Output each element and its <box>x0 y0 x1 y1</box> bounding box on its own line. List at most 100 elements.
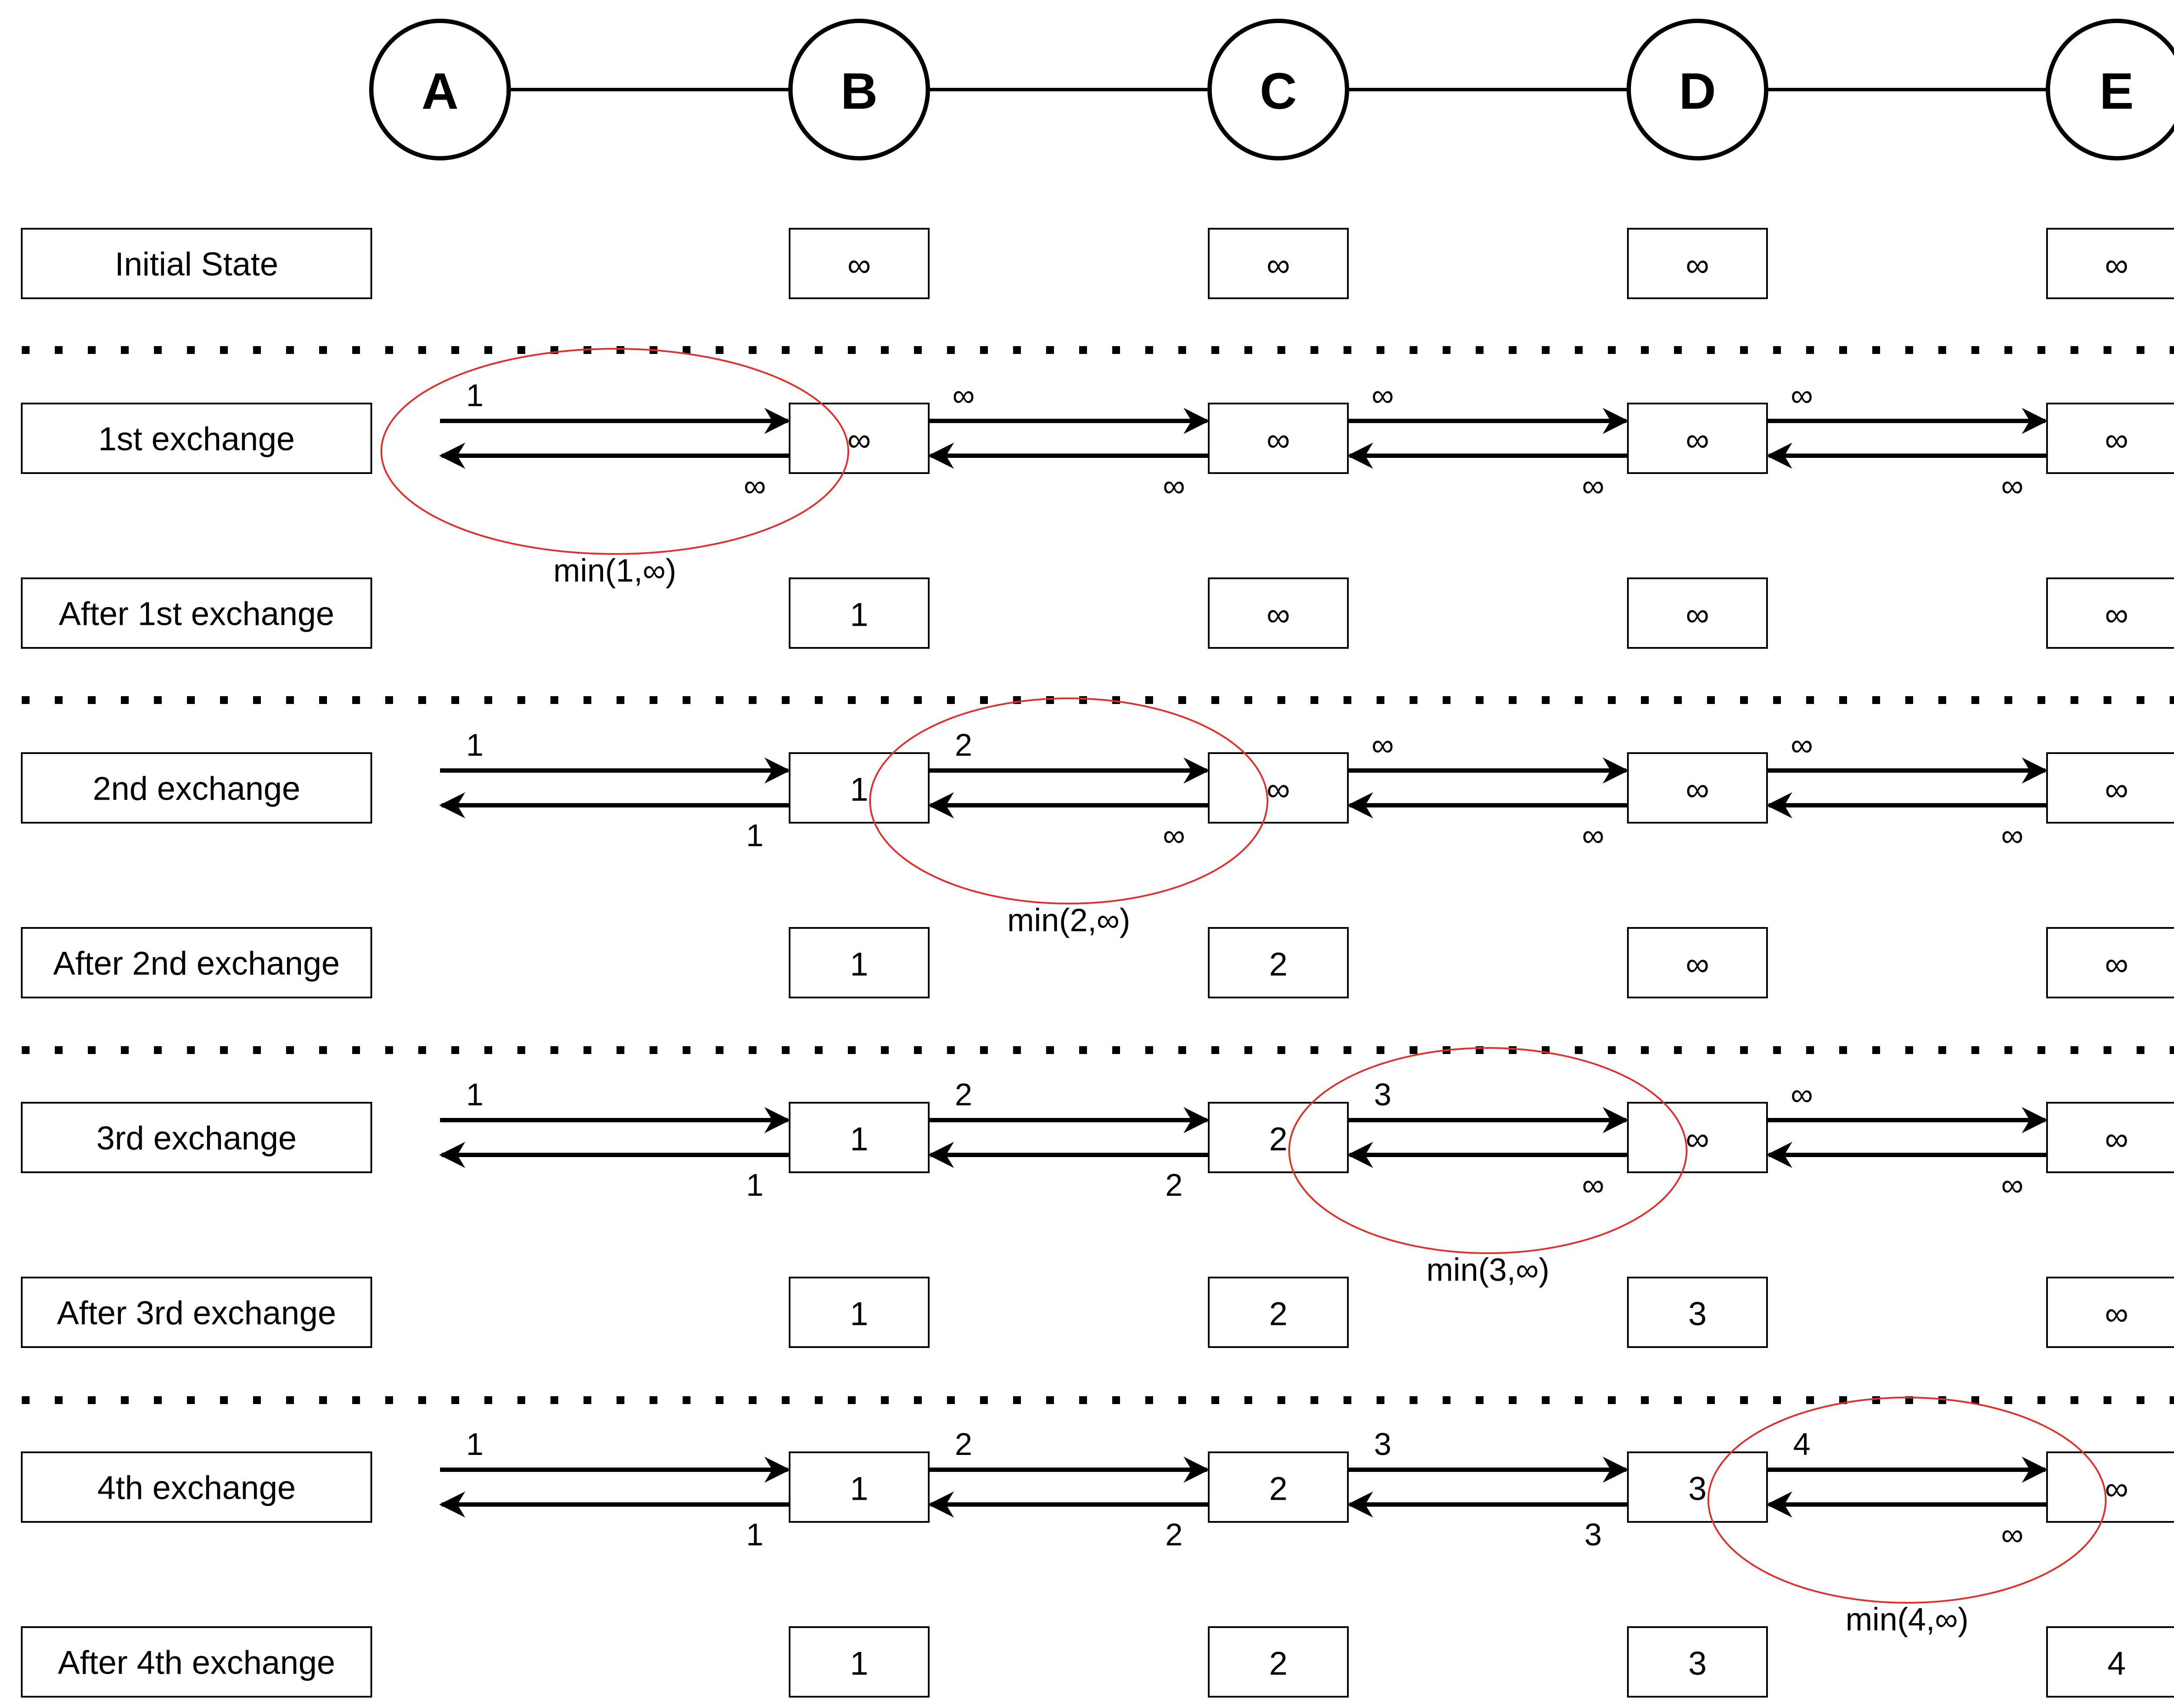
value-box-e <box>2046 228 2174 299</box>
row-label-box <box>21 927 372 998</box>
backward-message: ∞ <box>1582 818 1604 853</box>
value-box-e <box>2046 1277 2174 1348</box>
distance-value: ∞ <box>2105 1296 2128 1333</box>
value-box-c <box>1208 927 1349 998</box>
node-c: C <box>1207 19 1349 160</box>
forward-message: ∞ <box>1371 728 1394 763</box>
distance-value: ∞ <box>1686 771 1709 808</box>
distance-value: 2 <box>1269 946 1287 983</box>
value-box-b <box>789 927 930 998</box>
value-box-b <box>789 1102 930 1173</box>
distance-value: 2 <box>1269 1121 1287 1158</box>
distance-value: ∞ <box>847 247 871 284</box>
value-box-c <box>1208 1102 1349 1173</box>
distance-value: ∞ <box>2105 1471 2128 1508</box>
distance-value: 4 <box>2107 1645 2126 1682</box>
distance-value: 1 <box>850 1296 868 1333</box>
distance-value: 1 <box>850 1645 868 1682</box>
forward-message: 2 <box>955 1427 972 1462</box>
row-label-box <box>21 1102 372 1173</box>
distance-value: ∞ <box>1686 946 1709 983</box>
highlight-ellipse <box>380 348 849 555</box>
highlight-ellipse <box>1288 1047 1687 1254</box>
node-circle <box>369 19 511 160</box>
value-box-d <box>1627 403 1768 474</box>
value-box-b <box>789 403 930 474</box>
forward-message: 3 <box>1374 1078 1391 1112</box>
distance-value: 2 <box>1269 1645 1287 1682</box>
forward-message: ∞ <box>1791 728 1813 763</box>
node-circle <box>1627 19 1768 160</box>
forward-message: 1 <box>466 1427 483 1462</box>
highlight-ellipse <box>1707 1397 2107 1604</box>
backward-message: ∞ <box>2001 1518 2023 1552</box>
distance-value: ∞ <box>1267 597 1290 634</box>
backward-message: ∞ <box>744 469 766 504</box>
distance-value: ∞ <box>847 422 871 459</box>
node-label: E <box>2100 63 2134 120</box>
forward-message: 1 <box>466 728 483 763</box>
distance-value: ∞ <box>2105 247 2128 284</box>
backward-message: ∞ <box>2001 1168 2023 1203</box>
row-label-box <box>21 1277 372 1348</box>
backward-message: 1 <box>746 1168 764 1203</box>
value-box-b <box>789 1277 930 1348</box>
exchange-rows: Initial State∞∞∞∞1st exchange∞∞∞∞1∞∞∞∞∞∞… <box>21 228 2174 1698</box>
exchange-row: 1st exchange∞∞∞∞1∞∞∞∞∞∞∞min(1,∞) <box>21 348 2174 589</box>
forward-message: 2 <box>955 728 972 763</box>
row-label: After 3rd exchange <box>57 1295 336 1332</box>
value-box-b <box>789 1626 930 1698</box>
backward-message: ∞ <box>1163 469 1185 504</box>
highlight-ellipse <box>869 697 1268 904</box>
node-label: A <box>421 63 458 120</box>
node-label: C <box>1260 63 1297 120</box>
row-label-box <box>21 752 372 824</box>
value-box-c <box>1208 1626 1349 1698</box>
node-d: D <box>1627 19 1768 160</box>
row-label: 3rd exchange <box>97 1120 297 1157</box>
value-box-e <box>2046 577 2174 649</box>
distance-value: ∞ <box>1686 247 1709 284</box>
node-circle <box>2046 19 2174 160</box>
value-box-d <box>1627 752 1768 824</box>
distance-value: ∞ <box>1267 422 1290 459</box>
value-box-d <box>1627 577 1768 649</box>
state-row: After 3rd exchange 1 2 3 ∞ <box>21 1277 2174 1348</box>
distance-value: ∞ <box>1267 247 1290 284</box>
distance-value: 2 <box>1269 1296 1287 1333</box>
distance-value: 3 <box>1688 1471 1707 1508</box>
backward-message: 1 <box>746 818 764 853</box>
row-label-box <box>21 228 372 299</box>
distance-value: 1 <box>850 946 868 983</box>
node-e: E <box>2046 19 2174 160</box>
value-box-d <box>1627 1626 1768 1698</box>
distance-value: ∞ <box>2105 597 2128 634</box>
distance-value: ∞ <box>1686 422 1709 459</box>
row-label-box <box>21 1626 372 1698</box>
value-box-e <box>2046 1102 2174 1173</box>
row-label: After 1st exchange <box>59 596 334 633</box>
distance-value: ∞ <box>2105 422 2128 459</box>
value-box-d <box>1627 927 1768 998</box>
distance-value: ∞ <box>1686 597 1709 634</box>
node-circle <box>788 19 930 160</box>
min-label: min(4,∞) <box>1846 1601 1969 1638</box>
value-box-c <box>1208 403 1349 474</box>
value-box-c <box>1208 1277 1349 1348</box>
value-box-e <box>2046 1626 2174 1698</box>
state-row: Initial State∞∞∞∞ <box>21 228 2174 299</box>
forward-message: 4 <box>1793 1427 1811 1462</box>
forward-message: ∞ <box>1371 378 1394 413</box>
value-box-e <box>2046 403 2174 474</box>
forward-message: 1 <box>466 1078 483 1112</box>
backward-message: 3 <box>1584 1518 1602 1552</box>
distance-value: 3 <box>1688 1296 1707 1333</box>
backward-message: ∞ <box>2001 818 2023 853</box>
value-box-e <box>2046 1451 2174 1523</box>
value-box-e <box>2046 927 2174 998</box>
distance-value: ∞ <box>1267 771 1290 808</box>
